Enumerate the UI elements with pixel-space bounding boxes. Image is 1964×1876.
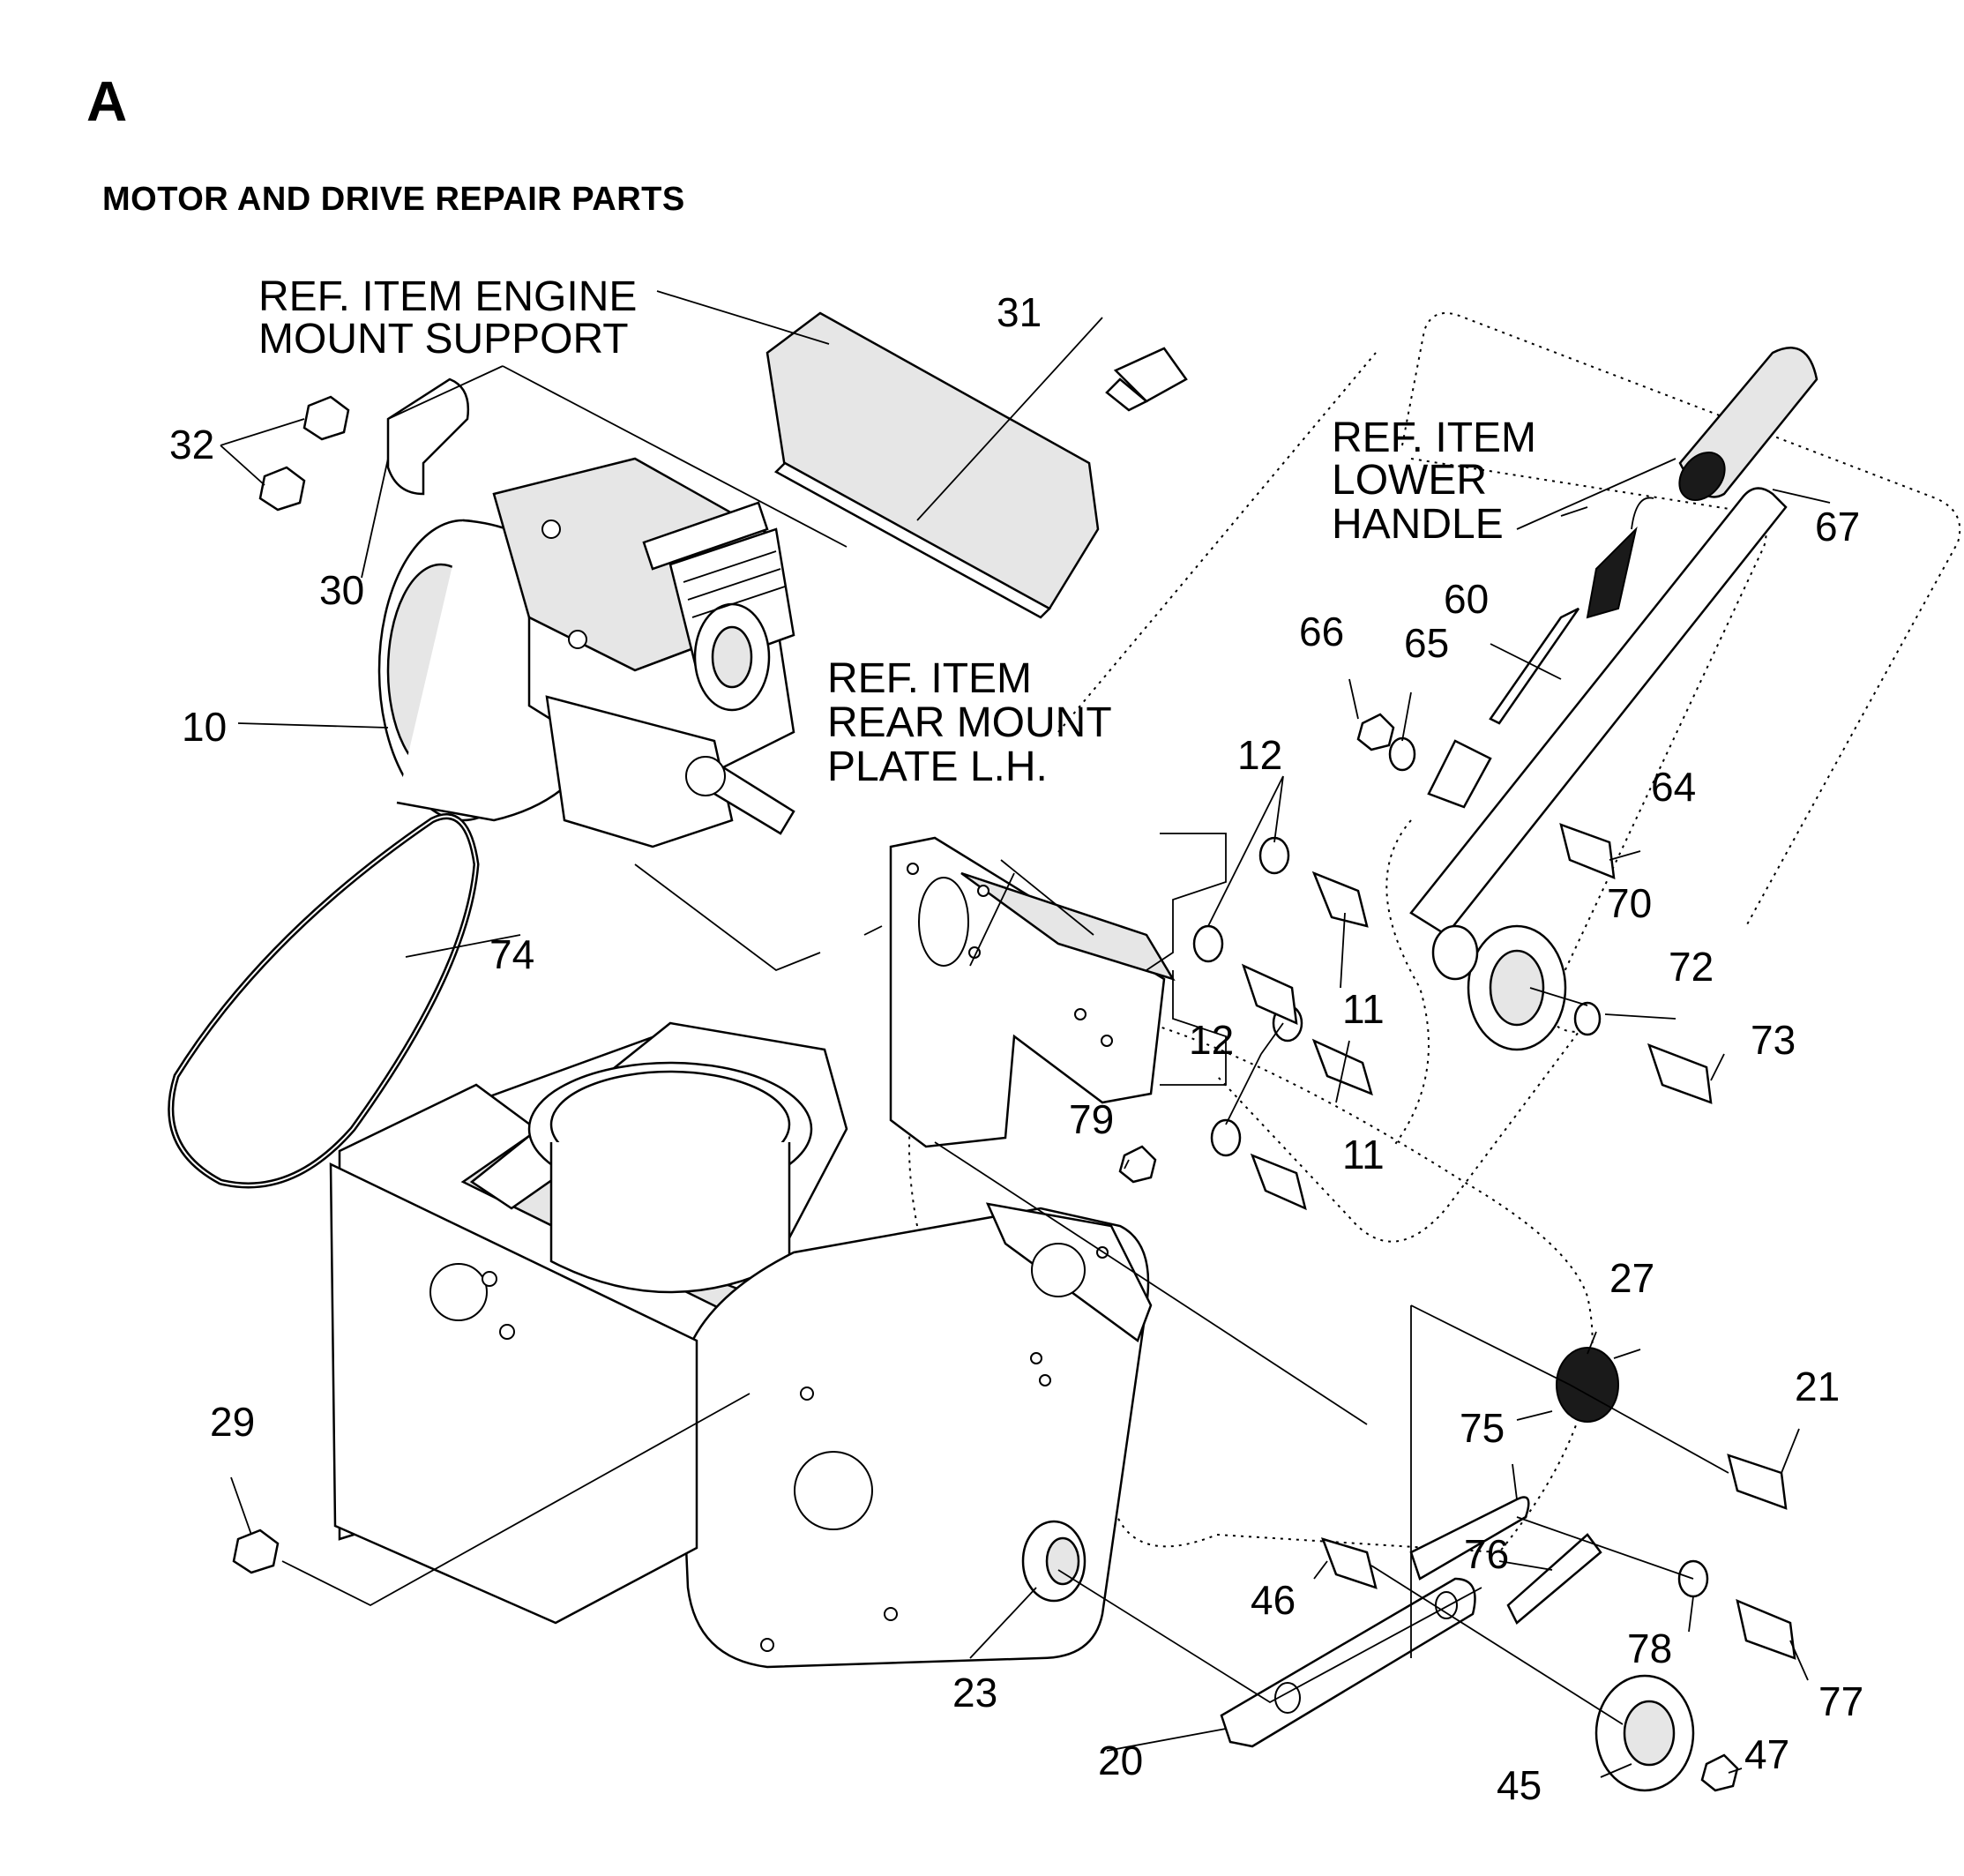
- callout-11b: 11: [1342, 1132, 1385, 1177]
- callout-72: 72: [1669, 944, 1714, 990]
- ref-lower-handle-line2: LOWER: [1332, 457, 1487, 504]
- ref-rear-mount-line1: REF. ITEM: [827, 655, 1032, 702]
- callout-60: 60: [1444, 576, 1489, 622]
- drive-belt-icon: [168, 813, 480, 1189]
- engine-icon: [377, 457, 795, 848]
- callout-30: 30: [319, 567, 364, 613]
- callout-45: 45: [1497, 1762, 1542, 1808]
- callout-74: 74: [489, 931, 534, 977]
- callout-78: 78: [1627, 1626, 1672, 1671]
- callout-47: 47: [1744, 1731, 1789, 1777]
- ref-engine-mount-line1: REF. ITEM ENGINE: [258, 273, 637, 320]
- callout-20: 20: [1098, 1738, 1143, 1783]
- callout-75: 75: [1460, 1405, 1505, 1451]
- ref-rear-mount-line3: PLATE L.H.: [827, 744, 1048, 790]
- callout-46: 46: [1251, 1577, 1296, 1623]
- nut-icon: [258, 466, 306, 512]
- section-letter: A: [86, 70, 128, 133]
- page-title: MOTOR AND DRIVE REPAIR PARTS: [102, 181, 685, 218]
- frame-housing-icon: [329, 1021, 1153, 1669]
- callout-66: 66: [1299, 609, 1344, 654]
- callout-12b: 12: [1189, 1017, 1234, 1063]
- callout-76: 76: [1464, 1531, 1509, 1577]
- callout-32: 32: [169, 422, 214, 467]
- rear-mount-plate-icon: [889, 836, 1176, 1148]
- ref-lower-handle-line1: REF. ITEM: [1332, 415, 1536, 461]
- callout-79: 79: [1069, 1096, 1114, 1142]
- nut-icon: [302, 395, 350, 441]
- callout-65: 65: [1404, 620, 1449, 666]
- callout-29: 29: [210, 1399, 255, 1445]
- callout-70: 70: [1607, 880, 1652, 926]
- engine-mount-support-icon: [765, 311, 1100, 619]
- callout-21: 21: [1795, 1364, 1840, 1409]
- callout-12a: 12: [1237, 732, 1282, 778]
- callout-11a: 11: [1342, 986, 1385, 1032]
- ref-engine-mount-line2: MOUNT SUPPORT: [258, 316, 629, 362]
- callout-77: 77: [1818, 1678, 1863, 1724]
- callout-67: 67: [1815, 504, 1860, 549]
- ref-lower-handle-line3: HANDLE: [1332, 501, 1504, 548]
- callout-23: 23: [952, 1670, 997, 1715]
- handle-sleeve-icon: [1678, 347, 1818, 501]
- leader-lines: [220, 290, 1831, 1778]
- callout-73: 73: [1751, 1017, 1796, 1063]
- ref-rear-mount-line2: REAR MOUNT: [827, 699, 1112, 746]
- callout-31: 31: [997, 289, 1042, 335]
- callout-27: 27: [1609, 1255, 1654, 1301]
- callout-64: 64: [1651, 764, 1696, 810]
- callout-10: 10: [182, 704, 227, 750]
